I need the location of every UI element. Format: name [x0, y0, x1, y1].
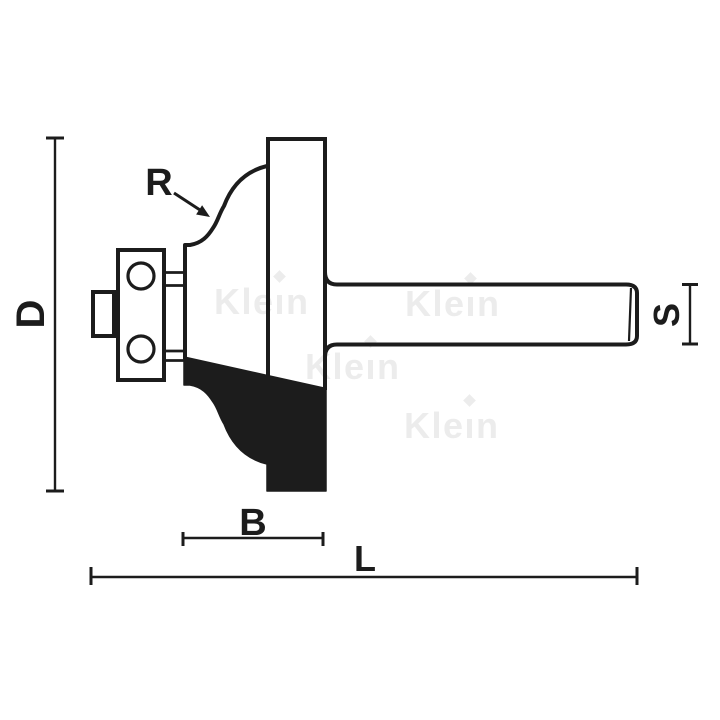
shank-end-chamfer [627, 287, 633, 342]
bearing-ball-top [126, 261, 156, 291]
bearing-ball-bottom [126, 334, 156, 364]
label-overall-length: L [354, 538, 376, 579]
label-cut-length: B [239, 501, 267, 544]
cutter-flange [266, 137, 327, 390]
bearing-screw [91, 290, 116, 338]
dimension-D [46, 136, 64, 493]
bearing-body [116, 248, 166, 382]
label-diameter: D [8, 299, 53, 329]
label-shank: S [646, 303, 687, 328]
dimension-S [682, 283, 698, 346]
bearing-hub-tabs [166, 271, 185, 362]
dimension-L [89, 567, 639, 585]
dimension-B [181, 532, 325, 546]
upper-cutter-profile [183, 164, 268, 359]
label-radius: R [145, 161, 173, 204]
radius-arrow-icon [173, 191, 210, 217]
shank-outline [323, 271, 639, 358]
lower-cutter-wing [183, 356, 327, 492]
